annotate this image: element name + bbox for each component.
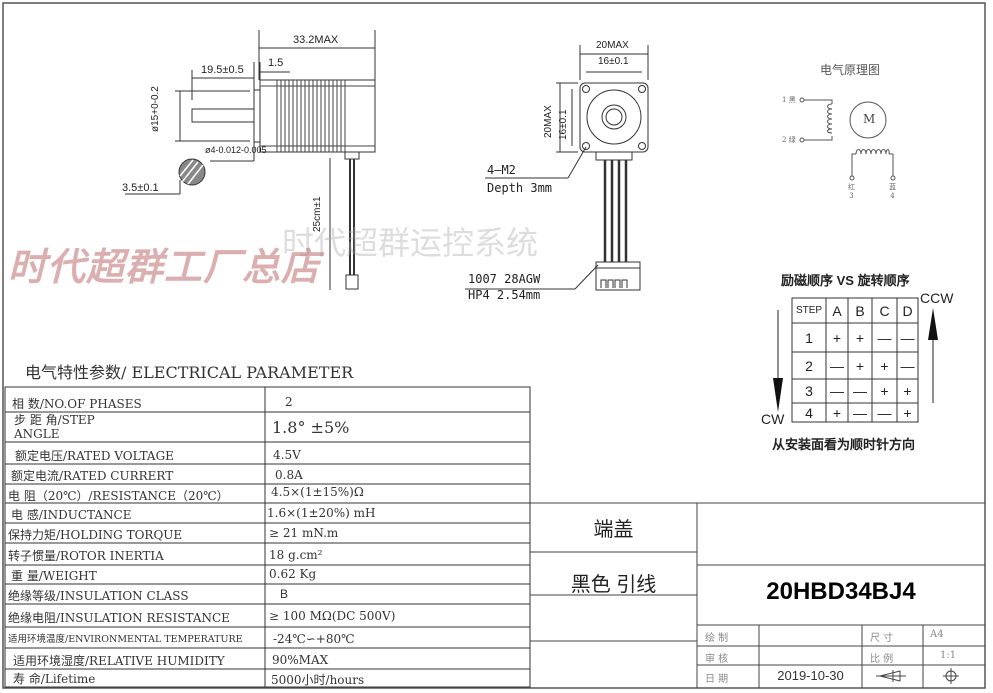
param-label: 适用环境湿度/RELATIVE HUMIDITY xyxy=(13,654,225,668)
height-max-dim: 20MAX xyxy=(543,105,554,138)
param-label: 绝缘等级/INSULATION CLASS xyxy=(8,589,189,603)
param-label: 适用环境温度/ENVIRONMENTAL TEMPERATURE xyxy=(8,634,243,645)
param-value: 4.5×(1±15%)Ω xyxy=(271,485,364,499)
param-value: 5000小时/hours xyxy=(271,673,365,687)
width-max-dim: 20MAX xyxy=(596,40,629,51)
sequence-title: 励磁顺序 VS 旋转顺序 xyxy=(781,273,910,288)
flat-dim: 3.5±0.1 xyxy=(122,182,159,194)
sequence-row: 4+——+ xyxy=(805,404,912,421)
part-lead-wire: 黑色 引线 xyxy=(570,574,657,596)
sequence-grid xyxy=(791,297,919,423)
param-value: 0.62 Kg xyxy=(269,567,317,581)
sequence-row: 2—++— xyxy=(805,357,915,374)
param-value: 4.5V xyxy=(273,448,301,462)
sequence-row: 1++—— xyxy=(805,329,915,346)
overall-length-dim: 33.2MAX xyxy=(293,34,339,46)
mount-holes-note: 4—M2 xyxy=(487,163,516,177)
param-label: 重 量/WEIGHT xyxy=(11,569,97,583)
schematic-title: 电气原理图 xyxy=(820,63,881,77)
param-value: ≥ 21 mN.m xyxy=(269,526,339,540)
flange-thickness-dim: 1.5 xyxy=(268,57,284,69)
model-number: 20HBD34BJ4 xyxy=(766,578,916,605)
sequence-footnote: 从安装面看为顺时针方向 xyxy=(772,437,916,452)
param-label: 电 感/INDUCTANCE xyxy=(11,508,132,522)
parameter-title: 电气特性参数/ ELECTRICAL PARAMETER xyxy=(25,363,354,382)
pin-2-label: 2 绿 xyxy=(782,136,796,144)
scale-label: 比 例 xyxy=(870,654,894,665)
motor-label: M xyxy=(863,112,876,126)
date-value: 2019-10-30 xyxy=(777,668,844,683)
param-value: 18 g.cm² xyxy=(269,548,323,562)
cw-arrow-icon xyxy=(773,310,783,412)
parameter-table-grid xyxy=(4,386,531,688)
schematic-diagram xyxy=(799,97,896,181)
param-value: B xyxy=(280,587,289,601)
scale-value: 1:1 xyxy=(940,650,957,661)
date-label: 日 期 xyxy=(705,674,729,685)
param-value: -24℃∽+80℃ xyxy=(273,632,355,646)
shaft-flat-section xyxy=(178,158,206,186)
motor-side-view xyxy=(125,30,376,290)
watermark-red: 时代超群工厂总店 xyxy=(8,245,321,289)
pin-1-label: 1 黑 xyxy=(782,96,796,104)
param-value: 1.8° ±5% xyxy=(272,418,350,437)
mount-depth-note: Depth 3mm xyxy=(487,181,553,195)
param-value: 2 xyxy=(285,395,293,409)
drawn-label: 绘 制 xyxy=(705,633,729,644)
check-label: 审 核 xyxy=(705,654,729,665)
lead-length-dim: 25cm±1 xyxy=(312,196,323,232)
param-value: 0.8A xyxy=(275,468,303,482)
title-block-grid xyxy=(530,502,985,688)
param-label: 额定电压/RATED VOLTAGE xyxy=(15,449,174,463)
height-spacing-dim: 16±0.1 xyxy=(558,109,569,140)
motor-front-view xyxy=(465,45,649,291)
cw-label: CW xyxy=(761,411,785,427)
first-angle-cone-icon xyxy=(876,670,906,682)
param-value: 90%MAX xyxy=(272,653,329,667)
param-label: 相 数/NO.OF PHASES xyxy=(12,397,142,411)
param-label: 步 距 角/STEP ANGLE xyxy=(14,413,95,441)
param-label: 电 阻（20℃）/RESISTANCE（20℃） xyxy=(8,489,229,503)
param-value: ≥ 100 MΩ(DC 500V) xyxy=(269,609,396,623)
wire-spec-note: 1007 28AGW xyxy=(468,272,541,286)
size-label: 尺 寸 xyxy=(870,633,894,644)
param-label: 绝缘电阻/INSULATION RESISTANCE xyxy=(8,611,230,625)
param-label: 保持力矩/HOLDING TORQUE xyxy=(8,528,183,542)
param-value: 1.6×(1±20%) mH xyxy=(267,506,376,520)
param-label: 寿 命/Lifetime xyxy=(13,672,96,686)
ccw-arrow-icon xyxy=(928,308,938,403)
size-value: A4 xyxy=(930,629,944,640)
sequence-row: 3——++ xyxy=(805,383,912,399)
hole-spacing-dim: 16±0.1 xyxy=(598,56,629,67)
shaft-length-dim: 19.5±0.5 xyxy=(201,64,244,76)
part-end-cap: 端盖 xyxy=(593,519,634,541)
sequence-table: STEP A B C D 1++—— 2—++— 3——++ 4+——+ xyxy=(792,298,918,422)
pilot-diameter-dim: ø15+0-0.2 xyxy=(150,86,161,132)
param-label: 转子惯量/ROTOR INERTIA xyxy=(8,549,164,563)
param-label: 额定电流/RATED CURRERT xyxy=(11,469,174,483)
crosshair-circle-icon xyxy=(943,668,959,684)
watermark-gray: 时代超群运控系统 xyxy=(282,224,539,262)
connector-spec-note: HP4 2.54mm xyxy=(468,288,541,302)
ccw-label: CCW xyxy=(920,290,954,306)
shaft-diameter-dim: ø4-0.012-0.005 xyxy=(205,145,267,155)
